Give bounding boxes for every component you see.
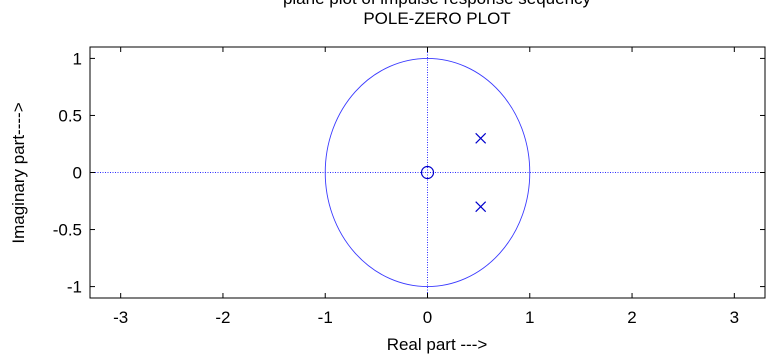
y-tick-label: 0.5 xyxy=(58,106,82,125)
chart-title: POLE-ZERO PLOT xyxy=(363,9,510,28)
x-tick-label: 0 xyxy=(423,308,432,327)
y-tick-label: 1 xyxy=(73,49,82,68)
y-tick-label: -0.5 xyxy=(53,221,82,240)
x-tick-label: 2 xyxy=(627,308,636,327)
chart-title-partial: plane plot of impulse response sequency xyxy=(283,0,592,8)
x-axis-label: Real part ---> xyxy=(387,335,488,354)
unit-circle xyxy=(324,57,531,288)
x-tick-label: 3 xyxy=(730,308,739,327)
y-tick-label: -1 xyxy=(67,278,82,297)
pole-marker xyxy=(475,201,487,213)
x-tick-label: 1 xyxy=(525,308,534,327)
zero-marker xyxy=(420,165,435,180)
x-tick-label: -3 xyxy=(113,308,128,327)
pole-marker xyxy=(475,132,487,144)
plot-area: -3 -2 -1 0 1 2 3 -1 -0.5 0 0.5 1 xyxy=(53,46,766,327)
x-tick-label: -2 xyxy=(215,308,230,327)
y-axis-label: Imaginary part----> xyxy=(9,102,28,243)
x-tick-label: -1 xyxy=(318,308,333,327)
y-tick-label: 0 xyxy=(73,164,82,183)
